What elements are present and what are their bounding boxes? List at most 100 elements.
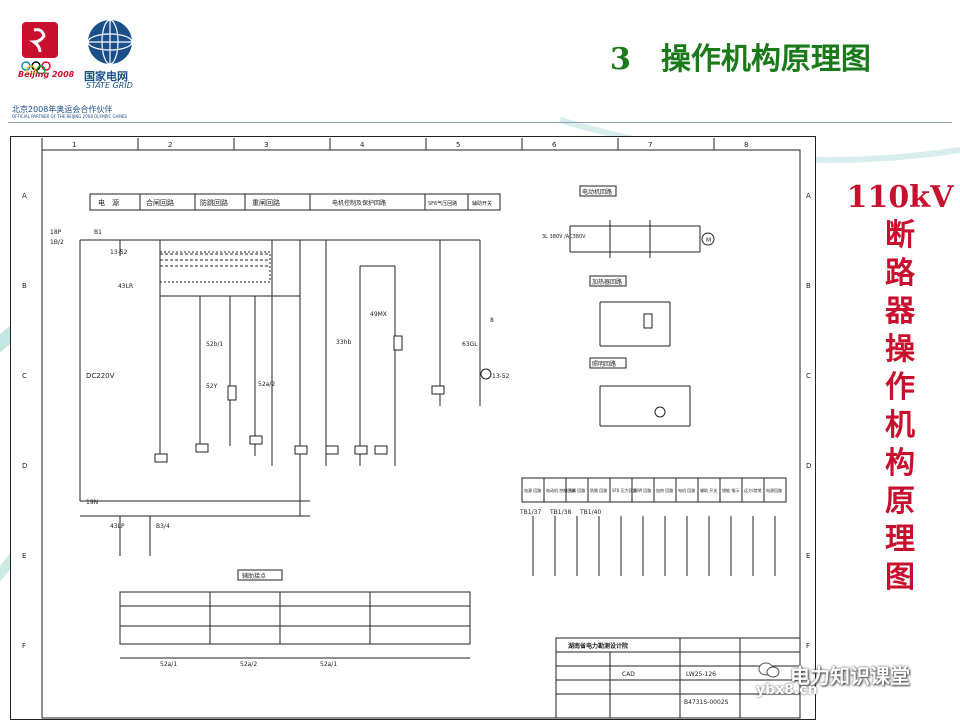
svg-text:33hb: 33hb — [336, 339, 351, 346]
slide-title-text: 操作机构原理图 — [660, 42, 871, 77]
col-number: 1 — [72, 141, 76, 149]
section-header: 重闸回路 — [252, 198, 280, 207]
coil-52x — [154, 453, 168, 463]
watermark-text: 电力知识课堂 — [790, 664, 910, 688]
svg-text:52a/2: 52a/2 — [240, 661, 257, 668]
svg-text:电源回路: 电源回路 — [766, 487, 782, 493]
side-char: 操 — [885, 332, 915, 367]
svg-text:电动机回路: 电动机回路 — [582, 188, 612, 196]
col-number: 6 — [552, 141, 557, 149]
row-letter: E — [806, 552, 810, 560]
side-char: 断 — [885, 218, 915, 253]
coil-52t — [249, 435, 263, 445]
row-letter: F — [22, 642, 26, 650]
wechat-icon — [758, 662, 780, 678]
side-char: 器 — [885, 294, 915, 329]
indicator-lamp — [480, 368, 492, 380]
drawing-number: B4731S-0002S — [684, 699, 729, 706]
svg-text:1B/2: 1B/2 — [50, 239, 64, 246]
svg-text:13-52: 13-52 — [110, 249, 128, 256]
side-char: 构 — [885, 446, 915, 481]
side-voltage: 110kV — [846, 180, 954, 215]
col-number: 8 — [744, 141, 748, 149]
partner-en: OFFICIAL PARTNER OF THE BEIJING 2008 OLY… — [12, 114, 127, 119]
svg-text:照明 回路: 照明 回路 — [634, 487, 651, 493]
side-char: 图 — [885, 560, 915, 595]
col-number: 5 — [456, 141, 460, 149]
lighting-circuit: 照明回路 — [589, 357, 691, 427]
row-letter: B — [806, 282, 811, 290]
row-ruler: A B C D E F A B C D E F — [22, 192, 811, 650]
svg-text:远方/就地: 远方/就地 — [744, 487, 761, 493]
svg-text:照明回路: 照明回路 — [592, 360, 616, 368]
svg-text:52a/2: 52a/2 — [258, 381, 275, 388]
svg-text:SF6 压力回路: SF6 压力回路 — [612, 487, 637, 493]
header-divider — [8, 122, 952, 123]
breaker-model: LW25-126 — [686, 671, 716, 678]
side-char: 路 — [885, 256, 915, 291]
terminal-columns — [532, 516, 776, 576]
state-grid-globe-icon — [87, 19, 133, 65]
svg-text:52b/1: 52b/1 — [206, 341, 223, 348]
section-header: 电 源 — [98, 198, 119, 207]
col-number: 2 — [168, 141, 172, 149]
svg-text:TB1/38: TB1/38 — [549, 509, 571, 516]
main-circuit — [79, 239, 481, 556]
section-header: 防跳回路 — [200, 198, 228, 207]
section-header: 辅助开关 — [472, 200, 492, 207]
svg-text:辅助 开关: 辅助 开关 — [700, 487, 717, 493]
svg-text:辅助接点: 辅助接点 — [242, 572, 266, 580]
svg-text:TB1/37: TB1/37 — [519, 509, 541, 516]
svg-text:52a/1: 52a/1 — [160, 661, 177, 668]
section-header: 合闸回路 — [146, 198, 174, 207]
terminal-table — [521, 477, 787, 503]
drawing-outer-border — [10, 136, 816, 720]
row-letter: F — [806, 642, 810, 650]
svg-text:B3/4: B3/4 — [156, 523, 170, 530]
state-grid-cn: 国家电网 — [84, 70, 128, 83]
svg-text:18P: 18P — [50, 229, 62, 236]
row-letter: B — [22, 282, 27, 290]
left-labels: 18P B1 1B/2 13-52 43LR 52b/1 52Y 52a/2 3… — [50, 229, 601, 530]
coil-63gla — [374, 445, 388, 455]
coil-63gl — [354, 445, 368, 455]
svg-text:TB1/40: TB1/40 — [579, 509, 601, 516]
slide-number: 3 — [610, 42, 631, 77]
section-header: SF6气压回路 — [428, 200, 457, 207]
svg-text:8: 8 — [490, 317, 494, 324]
side-char: 原 — [885, 484, 915, 519]
state-grid-en: STATE GRID — [86, 81, 133, 90]
heater-circuit: 加热器回路 — [589, 275, 671, 347]
svg-text:电源 回路: 电源 回路 — [524, 487, 541, 493]
svg-text:49MX: 49MX — [370, 311, 387, 318]
col-number: 7 — [648, 141, 652, 149]
row-letter: A — [22, 192, 27, 200]
schematic-drawing: 1 2 3 4 5 6 7 8 A B C D E F A B C D E F … — [10, 136, 816, 720]
svg-text:加热 回路: 加热 回路 — [656, 487, 673, 493]
side-char: 理 — [885, 522, 915, 557]
components — [154, 335, 492, 463]
motor-circuit: 电动机回路 3L 380V /AC380V M — [542, 185, 715, 258]
slide-title: 3 操作机构原理图 — [610, 34, 871, 78]
coil-88m — [294, 445, 308, 455]
beijing-2008-text: Beijing 2008 — [18, 70, 75, 79]
partner-cn: 北京2008年奥运会合作伙伴 — [12, 105, 113, 114]
svg-text:52a/1: 52a/1 — [320, 661, 337, 668]
svg-text:电动机 控制回路: 电动机 控制回路 — [546, 487, 575, 493]
row-letter: C — [22, 372, 27, 380]
side-char: 作 — [885, 370, 915, 405]
cad-mark: CAD — [622, 671, 635, 678]
title-block-text: 湖南省电力勘测设计院 LW25-126 B4731S-0002S CAD — [568, 642, 729, 706]
col-number: 3 — [264, 141, 268, 149]
row-letter: D — [22, 462, 27, 470]
svg-text:52Y: 52Y — [206, 383, 218, 390]
svg-text:43LR: 43LR — [118, 283, 133, 290]
row-letter: D — [806, 462, 811, 470]
side-label: 110kV 断 路 器 操 作 机 构 原 理 图 — [842, 180, 958, 597]
terminal-table-headers: 电源 回路 电动机 控制回路 合闸 回路 防跳 回路 SF6 压力回路 照明 回… — [524, 487, 782, 493]
coil-49mx — [325, 445, 339, 455]
row-letter: C — [806, 372, 811, 380]
svg-text:储能 指示: 储能 指示 — [722, 487, 739, 493]
resistor-2 — [393, 335, 403, 351]
beijing-olympic-emblem-icon — [21, 22, 58, 74]
